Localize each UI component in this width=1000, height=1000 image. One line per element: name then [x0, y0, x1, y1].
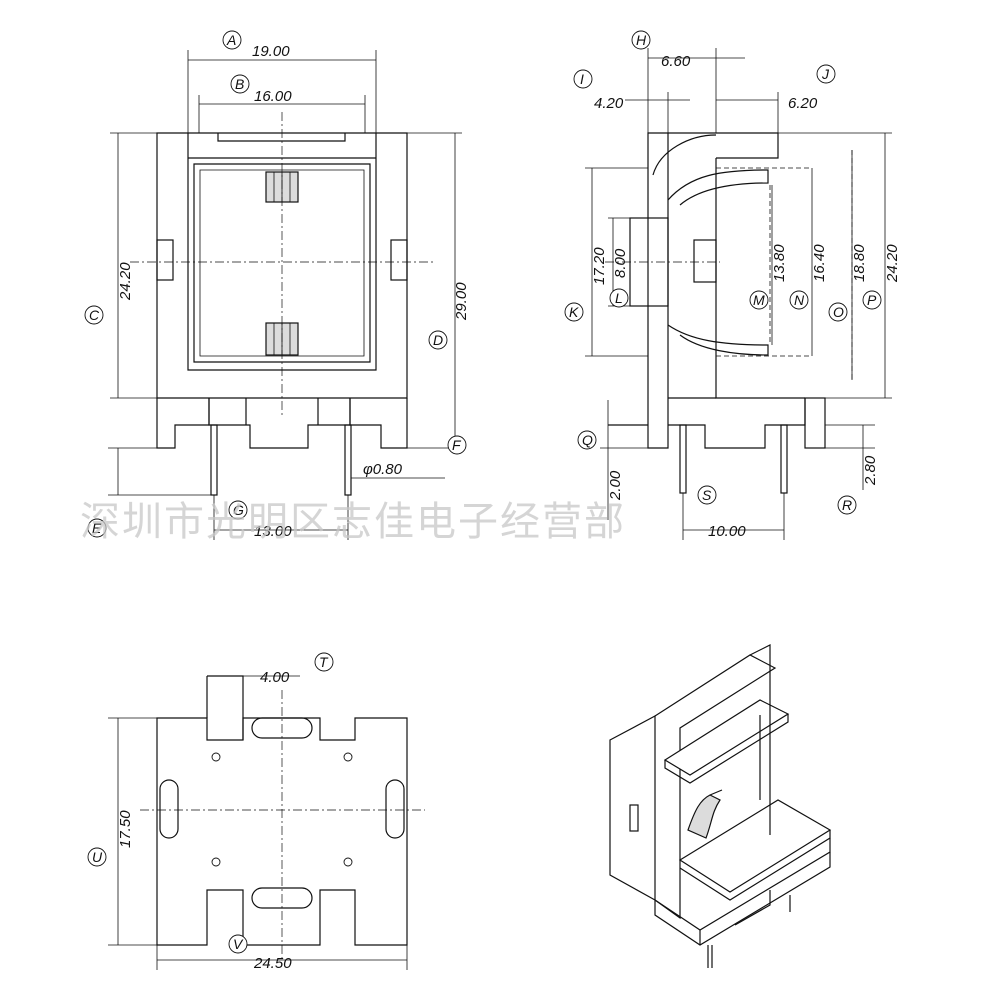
- letter-labels: A B C D E F G H: [84, 30, 882, 954]
- svg-text:A: A: [226, 32, 236, 48]
- label-L: L: [609, 288, 629, 308]
- label-F: F: [447, 435, 467, 455]
- dim-A-value: 19.00: [252, 43, 290, 60]
- svg-text:H: H: [636, 32, 647, 48]
- label-G: G: [228, 500, 248, 520]
- dim-C-value: 24.20: [117, 262, 134, 301]
- dim-Q-value: 2.00: [607, 470, 624, 501]
- svg-text:K: K: [569, 304, 579, 320]
- svg-text:D: D: [433, 332, 443, 348]
- dim-N-value: 16.40: [811, 244, 828, 282]
- svg-text:J: J: [821, 66, 830, 82]
- dim-K-value: 17.20: [591, 247, 608, 285]
- label-R: R: [837, 495, 857, 515]
- dim-I-value: 4.20: [594, 95, 624, 112]
- dim-U-value: 17.50: [117, 810, 134, 848]
- isometric-view: [609, 644, 832, 968]
- dimension-values: 19.00 16.00 24.20 29.00 φ0.80 13.00 6.60…: [117, 43, 901, 972]
- svg-text:Q: Q: [582, 432, 593, 448]
- svg-text:P: P: [867, 292, 877, 308]
- label-S: S: [697, 485, 717, 505]
- svg-text:R: R: [842, 497, 852, 513]
- dim-L-value: 8.00: [612, 248, 629, 278]
- label-T: T: [314, 652, 334, 672]
- dim-B-value: 16.00: [254, 88, 292, 105]
- label-E: E: [87, 518, 107, 538]
- dim-J-value: 6.20: [788, 95, 818, 112]
- svg-text:E: E: [92, 520, 102, 536]
- label-O: O: [828, 302, 848, 322]
- label-C: C: [84, 305, 104, 325]
- label-J: J: [816, 64, 836, 84]
- watermark-text: 深圳市光明区志佳电子经营部: [80, 499, 626, 545]
- svg-text:L: L: [615, 290, 623, 306]
- svg-text:V: V: [233, 936, 244, 952]
- label-H: H: [631, 30, 651, 50]
- dim-H-value: 6.60: [661, 53, 691, 70]
- svg-text:N: N: [794, 292, 805, 308]
- svg-text:B: B: [235, 76, 244, 92]
- svg-text:C: C: [89, 307, 100, 323]
- label-A: A: [222, 30, 242, 50]
- svg-text:G: G: [233, 502, 244, 518]
- label-M: M: [749, 290, 769, 310]
- dim-R-value: 2.80: [862, 455, 879, 486]
- svg-text:T: T: [319, 654, 329, 670]
- svg-text:I: I: [580, 71, 584, 87]
- svg-text:O: O: [833, 304, 844, 320]
- front-view: [108, 50, 462, 540]
- label-N: N: [789, 290, 809, 310]
- label-D: D: [428, 330, 448, 350]
- dim-S-value: 10.00: [708, 523, 746, 540]
- label-K: K: [564, 302, 584, 322]
- side-view: [585, 48, 892, 540]
- dim-D-value: 29.00: [453, 282, 470, 321]
- label-Q: Q: [577, 430, 597, 450]
- label-I: I: [573, 69, 593, 89]
- label-V: V: [228, 934, 248, 954]
- bottom-view: [108, 675, 425, 970]
- dim-V-value: 24.50: [253, 955, 292, 972]
- svg-text:F: F: [452, 437, 462, 453]
- label-P: P: [862, 290, 882, 310]
- dim-P-value: 24.20: [884, 244, 901, 283]
- dim-F-value: φ0.80: [363, 461, 403, 478]
- dim-O-value: 18.80: [851, 244, 868, 282]
- dim-M-value: 13.80: [771, 244, 788, 282]
- label-U: U: [87, 847, 107, 867]
- svg-text:S: S: [702, 487, 712, 503]
- svg-text:U: U: [92, 849, 103, 865]
- dim-T-value: 4.00: [260, 669, 290, 686]
- dim-G-value: 13.00: [254, 523, 292, 540]
- label-B: B: [230, 74, 250, 94]
- svg-text:M: M: [753, 292, 765, 308]
